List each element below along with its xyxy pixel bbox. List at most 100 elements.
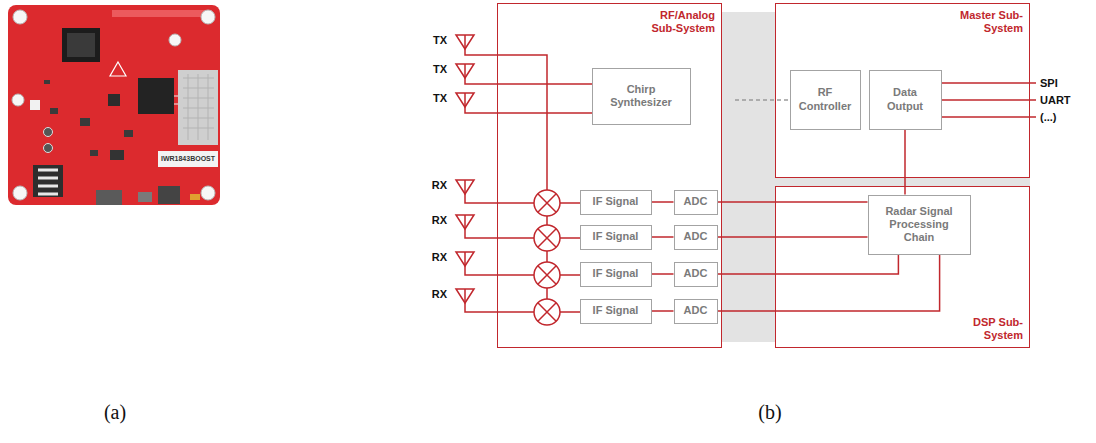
mixer-symbol [534,225,560,251]
block-label: RF Controller [795,86,855,112]
subsystem-box: Master Sub-System RF Controller Data Outpu… [775,3,1030,178]
chip-trace [174,96,178,104]
antenna-label: RX [432,251,447,263]
warning-triangle [110,62,126,76]
block-label: IF Signal [593,304,639,317]
block-label: ADC [684,304,708,317]
signal-wire [465,252,580,275]
signal-wire [465,180,580,203]
interface-label: UART [1040,94,1071,106]
if-signal-box: IF Signal [580,190,652,215]
board-connector-slot [67,33,95,57]
adc-box: ADC [674,225,718,250]
data-output-box: Data Output [869,70,942,130]
logo-mark [30,100,40,110]
adc-box: ADC [674,190,718,215]
board-part-label: IWR1843BOOST [161,155,215,163]
signal-connector [652,310,674,312]
signal-connector [718,201,868,203]
signal-wire [465,289,580,312]
signal-connector [652,273,674,275]
mixer-symbol [534,262,560,288]
smd-part [108,94,120,106]
antenna-array-grid [183,74,214,140]
signal-connector [652,236,674,238]
antenna-label: RX [432,214,447,226]
subsystem-box: DSP Sub-System Radar Signal Processing Ch… [775,186,1030,348]
mounting-hole [12,94,24,106]
signal-connector [718,255,899,275]
synthesizer-box: Chirp Synthesizer [592,68,691,125]
usb-connector [96,190,122,205]
block-label: Radar Signal Processing Chain [873,205,965,245]
mixer-cross [538,229,556,247]
smd-part [44,80,50,84]
block-label: ADC [684,267,708,280]
adc-box: ADC [674,299,718,324]
signal-connector [718,236,868,238]
antenna-label: RX [432,288,447,300]
processing-box: Radar Signal Processing Chain [868,195,971,255]
signal-connector [652,201,674,203]
subsystem-title: DSP Sub-System [951,316,1023,342]
smd-part [110,150,124,160]
pcb-board [8,5,220,205]
interface-label: SPI [1040,77,1058,89]
signal-wire [465,64,592,84]
panel-label: (b) [758,401,781,423]
usb-connector [138,192,152,202]
block-label: IF Signal [593,267,639,280]
block-label: IF Signal [593,195,639,208]
antenna-label: RX [432,179,447,191]
mounting-hole [169,34,181,46]
antenna-array [178,70,218,145]
dip-switch [33,165,63,197]
smd-part [80,118,90,126]
part-label [158,151,218,167]
mixer-cross [538,194,556,212]
output-wire [941,82,1036,84]
smd-part [90,150,98,156]
mixer-cross [538,303,556,321]
capacitor [190,194,200,200]
signal-wire [465,93,592,113]
signal-connector [718,255,940,312]
pcb-edge-strip [112,10,212,17]
mixer-symbol [534,299,560,325]
smd-part [50,108,58,114]
subsystem-title: Master Sub-System [951,9,1023,35]
board-connector [62,28,100,62]
push-button [44,128,53,137]
signal-wire [465,35,547,299]
mixer-symbol [534,190,560,216]
block-label: Chirp Synthesizer [597,83,685,109]
signal-wire [465,215,580,238]
subsystem-box: RF/Analog Sub-SystemChirp Synthesizer IF … [497,3,722,348]
interconnect-band [722,12,775,342]
radar-chip [138,78,174,114]
block-label: ADC [684,195,708,208]
mounting-hole [201,10,215,24]
if-signal-box: IF Signal [580,262,652,287]
subsystem-title: RF/Analog Sub-System [643,9,715,35]
interconnect-band [775,178,1030,186]
signal-connector [904,130,906,195]
antenna-label: TX [433,63,447,75]
controller-box: RF Controller [790,70,861,130]
block-label: Data Output [874,86,936,112]
adc-box: ADC [674,262,718,287]
output-wire [941,116,1036,118]
if-signal-box: IF Signal [580,299,652,324]
push-button [44,144,53,153]
if-signal-box: IF Signal [580,225,652,250]
antenna-label: TX [433,92,447,104]
interface-label: (...) [1040,111,1057,123]
smd-part [124,130,133,137]
power-jack [158,186,180,204]
control-link-dashed [735,99,790,101]
panel-label: (a) [104,401,126,423]
mounting-hole [13,186,27,200]
output-wire [941,99,1036,101]
mounting-hole [13,10,27,24]
mounting-hole [201,186,215,200]
